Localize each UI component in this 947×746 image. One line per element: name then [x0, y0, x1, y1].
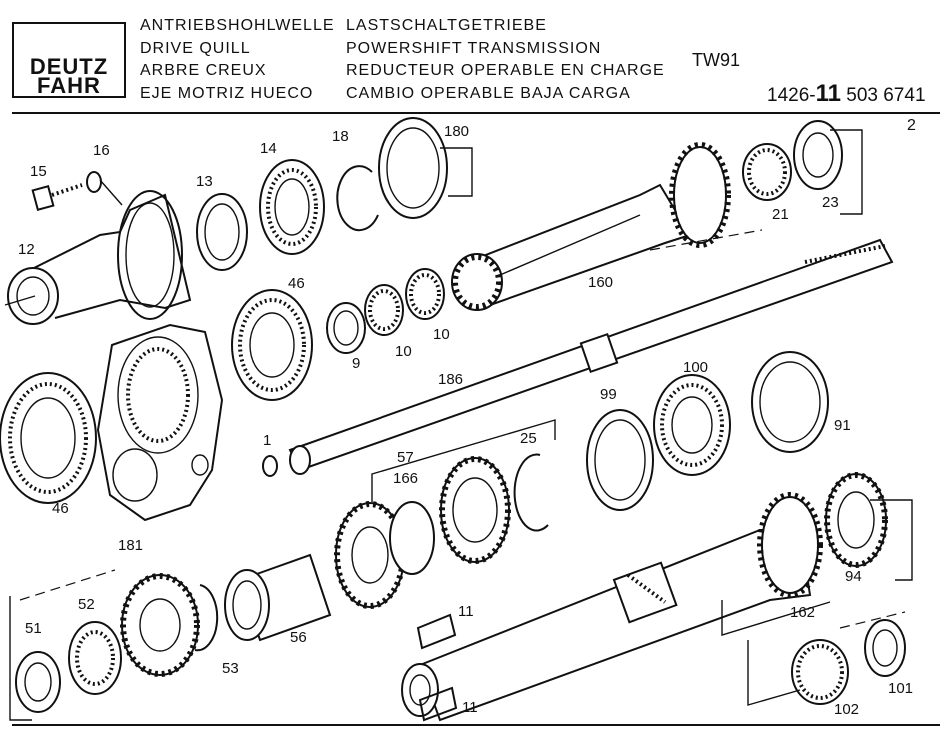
callout-11-bottom: 11 — [462, 699, 478, 716]
group-name-fr: REDUCTEUR OPERABLE EN CHARGE — [346, 62, 665, 79]
sleeve-56 — [224, 553, 332, 642]
callout-21: 21 — [772, 206, 789, 223]
center-line-lower-left — [19, 569, 116, 601]
half-ring-11-bottom — [418, 686, 458, 722]
gear-57 — [439, 456, 511, 564]
group-name-es: CAMBIO OPERABLE BAJA CARGA — [346, 84, 631, 102]
callout-10-b: 10 — [433, 326, 450, 343]
callout-53: 53 — [222, 660, 239, 677]
callout-101: 101 — [888, 680, 913, 697]
needle-bearing-21 — [742, 143, 792, 201]
group-name-block: LASTSCHALTGETRIEBE POWERSHIFT TRANSMISSI… — [346, 15, 665, 105]
housing-plate-181 — [96, 323, 224, 522]
callout-91: 91 — [834, 417, 851, 434]
drive-quill-housing — [4, 190, 192, 325]
part-number: 1426-11 503 6741 — [767, 80, 926, 108]
part-name-de: ANTRIEBSHOHLWELLE — [140, 17, 335, 34]
gear-166 — [334, 501, 435, 609]
callout-166: 166 — [393, 470, 418, 487]
deutz-fahr-logo: DEUTZ FAHR — [12, 22, 126, 98]
ring-13 — [196, 193, 248, 271]
callout-15: 15 — [30, 163, 47, 180]
ring-52 — [68, 621, 122, 695]
center-line-lower-right — [839, 611, 906, 629]
part-number-suffix: 503 6741 — [840, 85, 926, 106]
callout-51: 51 — [25, 620, 42, 637]
part-name-es: EJE MOTRIZ HUECO — [140, 84, 314, 102]
bracket-180 — [440, 147, 473, 197]
logo-line-1: DEUTZ — [29, 54, 109, 79]
callout-11-top: 11 — [458, 603, 474, 620]
callout-99: 99 — [600, 386, 617, 403]
part-name-block: ANTRIEBSHOHLWELLE DRIVE QUILL ARBRE CREU… — [140, 15, 335, 105]
model-label: TW91 — [692, 50, 741, 70]
page-number: 2 — [907, 117, 916, 134]
long-shaft-186 — [288, 238, 894, 475]
nut-51 — [15, 651, 61, 713]
header-divider — [12, 112, 940, 114]
seal-101 — [864, 619, 906, 677]
bearing-14 — [259, 159, 325, 255]
callout-162: 162 — [790, 604, 815, 621]
part-number-prefix: 1426- — [767, 85, 816, 106]
seal-23 — [793, 120, 843, 190]
callout-9: 9 — [352, 355, 360, 372]
callout-186: 186 — [438, 371, 463, 388]
callout-46-upper: 46 — [288, 275, 305, 292]
group-name-de: LASTSCHALTGETRIEBE — [346, 17, 547, 34]
center-line-upper — [649, 229, 763, 251]
logo-line-2: FAHR — [37, 73, 101, 98]
hollow-shaft-160 — [451, 142, 731, 311]
part-name-en: DRIVE QUILL — [140, 39, 251, 57]
group-name-en: POWERSHIFT TRANSMISSION — [346, 39, 602, 57]
callout-12: 12 — [18, 241, 35, 258]
part-number-group: 11 — [815, 80, 841, 107]
callout-52: 52 — [78, 596, 95, 613]
callout-13: 13 — [196, 173, 213, 190]
bracket-94 — [870, 499, 913, 581]
snap-ring-25 — [513, 453, 549, 532]
callout-56: 56 — [290, 629, 307, 646]
shaft-162 — [401, 492, 823, 722]
callout-102: 102 — [834, 701, 859, 718]
shim-180 — [378, 117, 448, 219]
half-ring-11-top — [416, 613, 457, 650]
callout-1: 1 — [263, 432, 271, 449]
callout-180: 180 — [444, 123, 469, 140]
circlip-1 — [262, 455, 278, 477]
callout-94: 94 — [845, 568, 862, 585]
gear-53 — [120, 573, 200, 677]
callout-labels: 15 16 13 14 18 180 12 46 9 10 10 160 21 … — [18, 123, 913, 718]
ring-91 — [751, 351, 829, 453]
footer-divider — [12, 724, 940, 726]
callout-181: 181 — [118, 537, 143, 554]
ring-53 — [194, 584, 219, 652]
bracket-102 — [747, 640, 801, 706]
needle-bearing-102 — [791, 639, 849, 705]
callout-10-a: 10 — [395, 343, 412, 360]
bracket-23 — [830, 129, 863, 215]
callout-16: 16 — [93, 142, 110, 159]
gear-94 — [824, 472, 888, 568]
bearing-100 — [653, 374, 731, 476]
callout-23: 23 — [822, 194, 839, 211]
callout-14: 14 — [260, 140, 277, 157]
bolt-with-washer — [31, 171, 123, 211]
callout-18: 18 — [332, 128, 349, 145]
bracket-57 — [371, 419, 556, 502]
snap-ring-18 — [336, 165, 379, 232]
part-name-fr: ARBRE CREUX — [140, 62, 267, 79]
bearing-46-left — [0, 372, 97, 504]
bracket-162 — [721, 600, 831, 636]
callout-160: 160 — [588, 274, 613, 291]
ring-99 — [586, 409, 654, 511]
rings-9-10 — [326, 268, 445, 354]
callout-25: 25 — [520, 430, 537, 447]
bracket-51 — [9, 596, 32, 721]
callout-46-left: 46 — [52, 500, 69, 517]
callout-100: 100 — [683, 359, 708, 376]
bearing-46-upper — [231, 289, 313, 401]
callout-57: 57 — [397, 449, 414, 466]
